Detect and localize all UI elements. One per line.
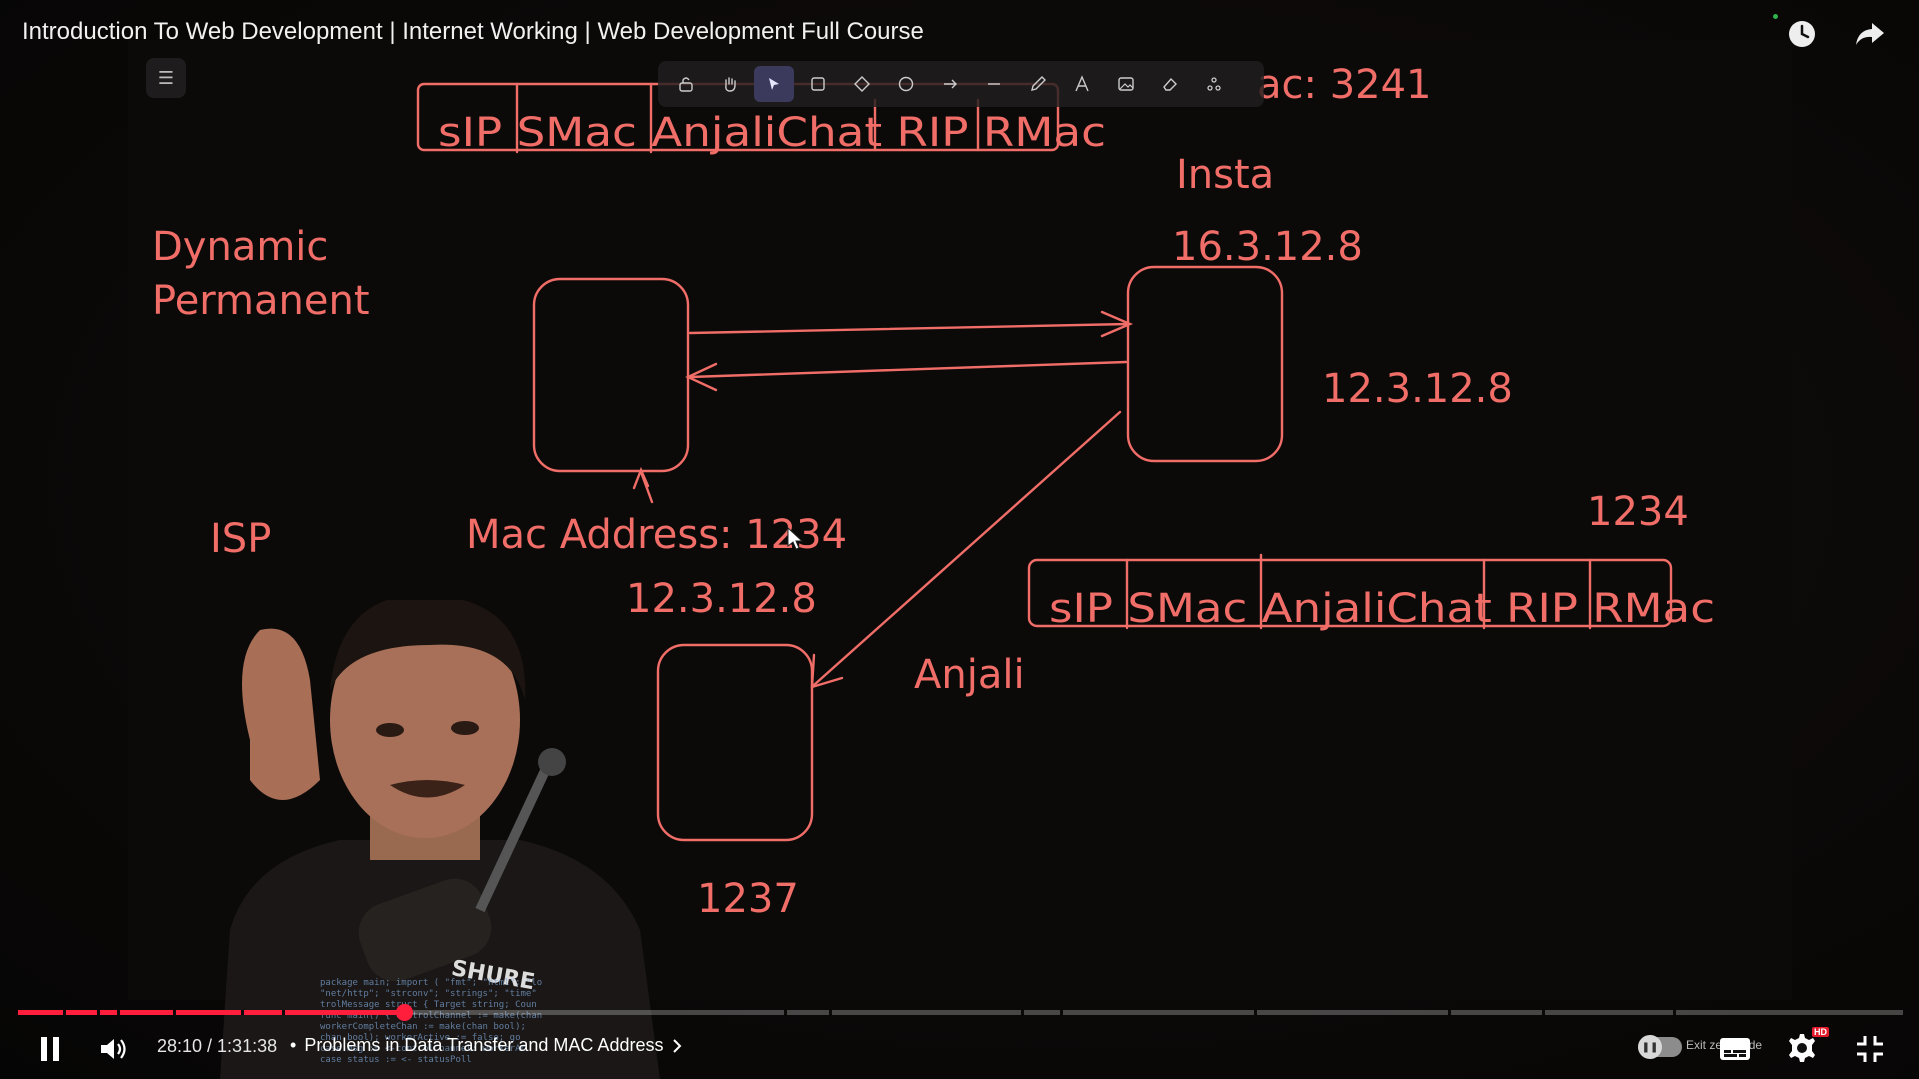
diamond-tool-button[interactable]	[842, 66, 882, 102]
chapter-marker	[1021, 1010, 1024, 1015]
rectangle-tool-button[interactable]	[798, 66, 838, 102]
autoplay-pause-icon: ❚❚	[1638, 1035, 1662, 1059]
label-anjali-mac: 1237	[697, 876, 799, 922]
select-tool-button[interactable]	[754, 66, 794, 102]
chapter-marker	[829, 1010, 832, 1015]
label-anjali: Anjali	[914, 652, 1025, 698]
ellipse-tool-button[interactable]	[886, 66, 926, 102]
pause-button[interactable]	[30, 1032, 70, 1066]
chapter-marker	[282, 1010, 285, 1015]
time-display: 28:10 / 1:31:38	[157, 1036, 278, 1056]
ellipse-icon	[898, 76, 914, 92]
chapter-marker	[784, 1010, 787, 1015]
hamburger-icon: ☰	[157, 67, 175, 89]
chapter-marker	[241, 1010, 244, 1015]
label-permanent: Permanent	[152, 278, 370, 324]
label-isp: ISP	[210, 516, 271, 562]
chapter-marker	[1448, 1010, 1451, 1015]
pencil-tool-button[interactable]	[1018, 66, 1058, 102]
chapter-button[interactable]: • Problems in Data Transfer and MAC Addr…	[290, 1035, 683, 1056]
label-right-mac: 1234	[1587, 489, 1689, 535]
packet-box-bottom	[1027, 558, 1673, 628]
svg-text:workerCompleteChan := make(cha: workerCompleteChan := make(chan bool);	[320, 1022, 526, 1032]
whiteboard-menu-button[interactable]: ☰	[146, 58, 186, 98]
progress-bar[interactable]	[18, 1004, 1903, 1021]
label-mac-address: Mac Address: 1234	[466, 512, 847, 558]
subtitles-button[interactable]	[1715, 1034, 1755, 1064]
whiteboard-toolbar	[658, 61, 1264, 107]
svg-text:chan bool); workerActive := fa: chan bool); workerActive := false; go	[320, 1033, 520, 1043]
pause-icon	[41, 1037, 59, 1061]
more-tools-button[interactable]	[1194, 66, 1234, 102]
hd-badge: HD	[1812, 1027, 1829, 1037]
text-icon	[1075, 75, 1089, 92]
clock-icon	[1789, 21, 1815, 47]
subtitles-icon	[1720, 1038, 1750, 1060]
label-router-ip: 12.3.12.8	[1322, 366, 1513, 412]
share-icon	[1856, 23, 1884, 45]
svg-text:trolMessage struct { Target st: trolMessage struct { Target string; Coun	[320, 1000, 537, 1010]
video-title[interactable]: Introduction To Web Development | Intern…	[22, 18, 924, 45]
device-box-anjali	[656, 643, 814, 842]
diamond-icon	[854, 76, 870, 92]
rectangle-icon	[811, 77, 825, 91]
svg-text:func main() { controlChannel :: func main() { controlChannel := make(cha…	[320, 1011, 542, 1021]
eraser-icon	[1163, 77, 1177, 91]
label-sender-ip: 12.3.12.8	[626, 576, 817, 622]
hand-tool-button[interactable]	[710, 66, 750, 102]
label-packet-top: sIP SMac AnjaliChat RIP RMac	[438, 110, 1106, 156]
more-tools-icon	[1207, 77, 1221, 91]
text-tool-button[interactable]	[1062, 66, 1102, 102]
label-dynamic: Dynamic	[152, 224, 328, 270]
device-box-insta	[1126, 265, 1284, 463]
volume-icon	[101, 1039, 126, 1059]
share-button[interactable]	[1850, 14, 1890, 54]
line-tool-button[interactable]	[974, 66, 1014, 102]
chapter-title: Problems in Data Transfer and MAC Addres…	[304, 1035, 664, 1055]
hand-icon	[725, 77, 736, 92]
select-icon	[769, 78, 779, 90]
pencil-icon	[1031, 76, 1046, 91]
chapter-marker	[1542, 1010, 1545, 1015]
chapter-marker	[1673, 1010, 1676, 1015]
chapter-marker	[97, 1010, 100, 1015]
arrow-tool-button[interactable]	[930, 66, 970, 102]
label-insta-ip: 16.3.12.8	[1172, 224, 1363, 270]
label-insta: Insta	[1176, 152, 1274, 198]
image-icon	[1118, 77, 1134, 91]
chapter-separator: •	[290, 1035, 297, 1055]
settings-button[interactable]	[1782, 1030, 1822, 1066]
arrow-icon	[944, 79, 957, 89]
svg-text:case status := <- statusPoll: case status := <- statusPoll	[320, 1055, 472, 1065]
eraser-tool-button[interactable]	[1150, 66, 1190, 102]
label-top-mac: ac: 3241	[1257, 62, 1432, 108]
label-packet-bottom: sIP SMac AnjaliChat RIP RMac	[1049, 586, 1715, 632]
lock-icon	[679, 77, 693, 92]
progress-scrubber[interactable]	[396, 1004, 413, 1021]
presenter-video: SHURE package main; import ( "fmt"; "htm…	[220, 600, 660, 1079]
svg-text:"net/http"; "strconv"; "string: "net/http"; "strconv"; "strings"; "time"	[320, 989, 537, 999]
gear-icon	[1789, 1034, 1815, 1062]
line-icon	[988, 83, 1000, 85]
chapter-marker	[63, 1010, 66, 1015]
chapter-marker	[1060, 1010, 1063, 1015]
progress-played	[18, 1010, 404, 1015]
chapter-marker	[1254, 1010, 1257, 1015]
lock-tool-button[interactable]	[666, 66, 706, 102]
exit-fullscreen-button[interactable]	[1850, 1032, 1890, 1066]
svg-text:case msg := <-controlChannel:: case msg := <-controlChannel: workerAc	[320, 1044, 526, 1054]
volume-button[interactable]	[94, 1032, 134, 1066]
watch-later-button[interactable]	[1782, 14, 1822, 54]
live-indicator	[1773, 14, 1778, 19]
mouse-cursor-icon	[787, 526, 804, 550]
svg-text:package main; import ( "fmt";: package main; import ( "fmt"; "html"; "l…	[320, 978, 542, 988]
chapter-marker	[173, 1010, 176, 1015]
exit-fullscreen-icon	[1857, 1036, 1883, 1062]
chapter-marker	[117, 1010, 120, 1015]
image-tool-button[interactable]	[1106, 66, 1146, 102]
device-box-sender	[532, 277, 690, 473]
chevron-right-icon	[673, 1038, 682, 1053]
